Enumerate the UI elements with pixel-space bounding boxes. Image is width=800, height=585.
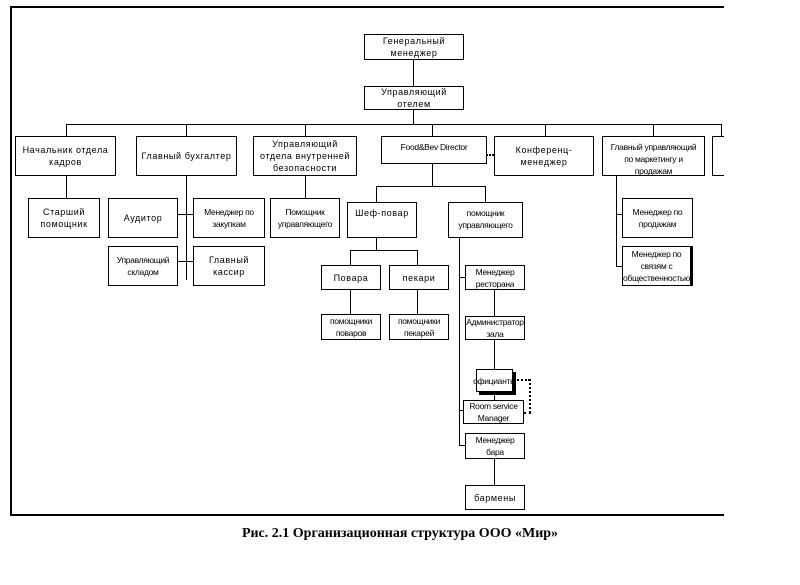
- node-waiters: официанты: [473, 369, 516, 392]
- node-room-service: Room service Manager: [463, 400, 524, 424]
- connector: [494, 290, 495, 316]
- node-general-manager: Генеральный менеджер: [364, 34, 464, 60]
- connector: [178, 261, 193, 262]
- connector: [417, 290, 418, 314]
- node-hall-admin: Администратор зала: [465, 316, 525, 340]
- connector: [432, 124, 433, 136]
- connector: [494, 392, 495, 400]
- node-cooks-helpers: помощники поваров: [321, 314, 381, 340]
- node-senior-assistant: Старший помощник: [28, 198, 100, 238]
- node-chief-accountant: Главный бухгалтер: [136, 136, 237, 176]
- node-assistant-fb: помощник управляющего: [448, 202, 523, 238]
- node-cooks: Повара: [321, 265, 381, 290]
- connector: [186, 176, 187, 280]
- connector: [459, 238, 460, 446]
- node-bakers: пекари: [389, 265, 449, 290]
- dotted-connector: [529, 379, 531, 413]
- diagram-frame: [10, 6, 724, 516]
- connector: [653, 124, 654, 136]
- node-assistant-security: Помощник управляющего: [270, 198, 340, 238]
- connector: [186, 124, 187, 136]
- figure-caption: Рис. 2.1 Организационная структура ООО «…: [241, 526, 559, 541]
- connector: [66, 124, 722, 125]
- connector: [413, 60, 414, 86]
- connector: [376, 238, 377, 250]
- node-barmen: бармены: [465, 485, 525, 510]
- node-marketing-head: Главный управляющий по маркетингу и прод…: [602, 136, 705, 176]
- dotted-connector: [486, 154, 494, 156]
- connector: [350, 250, 418, 251]
- connector: [376, 186, 377, 202]
- node-security-head: Управляющий отдела внутренней безопаснос…: [253, 136, 357, 176]
- connector: [459, 277, 465, 278]
- connector: [545, 124, 546, 136]
- node-hr-head: Начальник отдела кадров: [15, 136, 116, 176]
- node-bakers-helpers: помощники пекарей: [389, 314, 449, 340]
- node-restaurant-manager: Менеджер ресторана: [465, 265, 525, 290]
- node-warehouse-manager: Управляющий складом: [108, 246, 178, 286]
- node-purchasing-manager: Менеджер по закупкам: [193, 198, 265, 238]
- connector: [459, 410, 463, 411]
- node-hotel-manager: Управляющий отелем: [364, 86, 464, 110]
- connector: [616, 214, 622, 215]
- connector: [494, 340, 495, 380]
- node-auditor: Аудитор: [108, 198, 178, 238]
- connector: [721, 124, 722, 136]
- connector: [616, 176, 617, 266]
- connector: [616, 266, 622, 267]
- node-conference-manager: Конференц-менеджер: [494, 136, 594, 176]
- connector: [350, 290, 351, 314]
- connector: [178, 214, 193, 215]
- node-pr-manager: Менеджер по связям с общественностью: [622, 246, 693, 286]
- connector: [494, 459, 495, 485]
- connector: [350, 250, 351, 265]
- connector: [417, 250, 418, 265]
- node-chef: Шеф-повар: [347, 202, 417, 238]
- node-cutoff: [712, 136, 724, 176]
- connector: [66, 124, 67, 136]
- connector: [305, 176, 306, 198]
- connector: [485, 186, 486, 202]
- dotted-connector: [514, 379, 530, 381]
- connector: [66, 176, 67, 198]
- dotted-connector: [524, 412, 531, 414]
- connector: [376, 186, 486, 187]
- connector: [459, 445, 465, 446]
- node-bar-manager: Менеджер бара: [465, 433, 525, 459]
- connector: [413, 110, 414, 124]
- connector: [432, 164, 433, 186]
- connector: [305, 124, 306, 136]
- node-sales-manager: Менеджер по продажам: [622, 198, 693, 238]
- node-fb-director: Food&Bev Director: [381, 136, 487, 164]
- node-chief-cashier: Главный кассир: [193, 246, 265, 286]
